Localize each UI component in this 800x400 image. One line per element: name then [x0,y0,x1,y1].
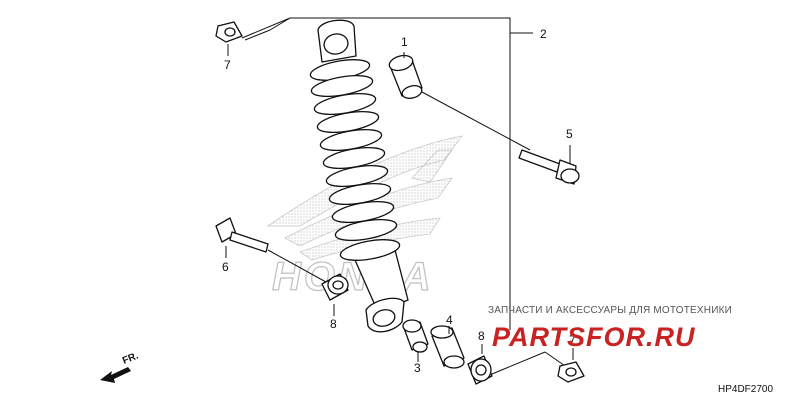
callout-5: 5 [566,127,573,141]
front-label: FR. [121,350,140,366]
part-3-collar [402,319,429,362]
part-8-collar-right [467,344,569,385]
watermark-logo: PARTSFOR.RU [492,322,696,352]
watermark-tagline: ЗАПЧАСТИ И АКСЕССУАРЫ ДЛЯ МОТОТЕХНИКИ [488,305,732,316]
callout-7-lower: 7 [569,333,576,347]
part-7-nut-upper [215,17,291,56]
part-8-collar-left [321,273,349,316]
site-watermark: ЗАПЧАСТИ И АКСЕССУАРЫ ДЛЯ МОТОТЕХНИКИ PA… [488,305,732,352]
callout-8-left: 8 [330,317,337,331]
front-direction-marker: FR. [100,350,140,383]
part-7-nut-lower [557,348,585,383]
diagram-code: HP4DF2700 [718,384,773,395]
callout-6: 6 [222,260,229,274]
callout-2: 2 [540,27,547,41]
shock-spring-coils [310,74,398,242]
callout-1: 1 [401,35,408,49]
part-1-bushing [388,52,531,151]
rear-shock-absorber [309,19,409,333]
part-4-collar [430,325,465,369]
part-6-bolt [215,217,327,283]
brand-wordmark: HONDA [272,255,434,299]
callout-4: 4 [446,313,453,327]
callout-3: 3 [414,361,421,375]
callout-7-upper: 7 [224,58,231,72]
front-arrow-icon [100,367,131,383]
callout-8-right: 8 [478,329,485,343]
assembly-bracket [244,17,533,330]
part-5-bolt [518,145,580,185]
